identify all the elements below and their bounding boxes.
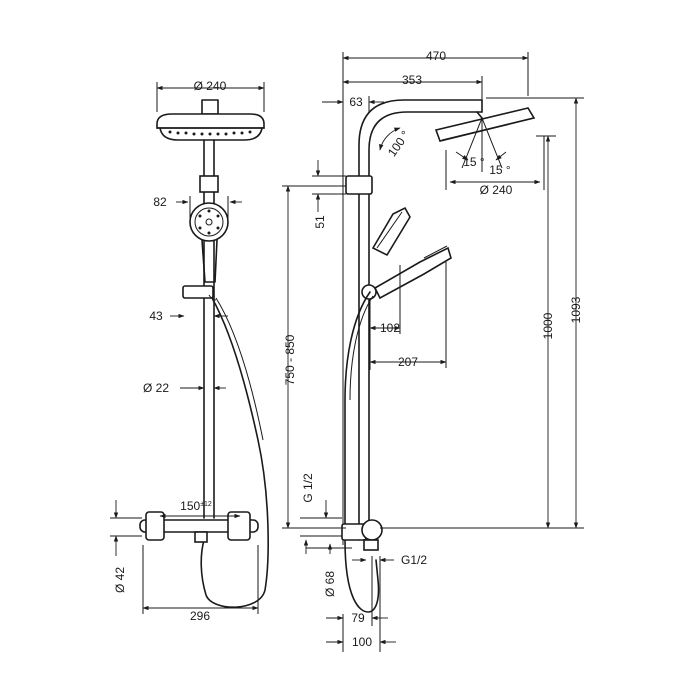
front-thermostat [139, 511, 259, 543]
side-hand-shower [361, 206, 452, 300]
label-riser-diameter: Ø 22 [143, 381, 169, 395]
label-riser-offset: 43 [149, 309, 163, 323]
label-arm-length: 353 [402, 73, 422, 87]
dimension-lines [110, 52, 584, 652]
label-wall-offset-100: 100 [352, 635, 372, 649]
label-handshower-width: 82 [153, 195, 167, 209]
label-arm-offset: 63 [349, 95, 363, 109]
label-handshower-depth-1: 102 [380, 321, 400, 335]
label-handshower-depth-2: 207 [398, 355, 418, 369]
label-arm-angle: 100 ° [385, 128, 413, 159]
label-head-diameter-side: Ø 240 [480, 183, 513, 197]
label-wall-offset-79: 79 [351, 611, 365, 625]
label-thermostat-spacing: 150±12 [180, 499, 212, 513]
side-shower-hose [344, 291, 380, 613]
dimension-labels: Ø 240 82 43 Ø 22 150±12 Ø 42 296 470 353… [113, 49, 583, 649]
label-body-diameter: Ø 68 [323, 571, 337, 597]
front-view [139, 99, 269, 608]
front-overhead-shower [156, 99, 265, 141]
label-head-tilt-left: 15 ° [463, 155, 485, 169]
label-connection-top: G 1/2 [301, 473, 315, 503]
side-mixer-body [341, 519, 383, 551]
label-thermostat-height: Ø 42 [113, 567, 127, 593]
side-riser-arm [358, 99, 483, 541]
label-head-tilt-right: 15 ° [489, 163, 511, 177]
label-head-diameter-front: Ø 240 [194, 79, 227, 93]
front-riser-pipe [182, 139, 219, 519]
label-connection-side: G1/2 [401, 553, 427, 567]
label-thermostat-width: 296 [190, 609, 210, 623]
label-holder-height: 51 [313, 215, 327, 229]
nozzle-dots [168, 130, 252, 136]
front-shower-hose [200, 297, 269, 608]
label-arm-length-total: 470 [426, 49, 446, 63]
label-height-1093: 1093 [569, 296, 583, 323]
label-adjust-range: 750 - 850 [283, 334, 297, 385]
label-height-1000: 1000 [541, 312, 555, 339]
wall-holder [345, 175, 373, 195]
